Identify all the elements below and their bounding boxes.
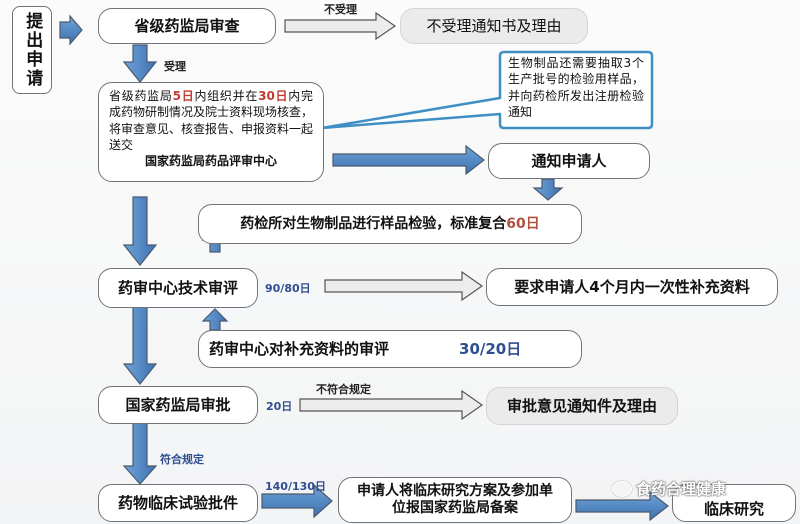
arrow-not-compliant (299, 389, 484, 421)
supplement-review-days: 30/20日 (459, 340, 522, 358)
sample-test-label: 药检所对生物制品进行样品检验，标准复合 (240, 215, 507, 232)
bio-note-text: 生物制品还需要抽取3个生产批号的检验用样品，并向药检所发出注册检验通知 (508, 56, 644, 119)
supplement-review-box: 药审中心对补充资料的审评 30/20日 (198, 330, 582, 368)
not-accept-notice-box: 不受理通知书及理由 (400, 8, 588, 44)
verify-rest: 内完成药物研制情况及院士资料现场核查，将审查意见、核查报告、申报资料一起送交 (109, 89, 314, 152)
verify-mid: 内组织并在 (194, 89, 259, 103)
notify-applicant-box: 通知申请人 (488, 143, 650, 179)
verify-days1: 5日 (172, 89, 195, 103)
not-compliant-label: 不符合规定 (316, 383, 371, 396)
bio-note-callout (320, 50, 654, 130)
arrow-national-down (122, 422, 158, 485)
national-approval-days: 20日 (266, 400, 293, 413)
national-approval-label: 国家药监局审批 (125, 396, 231, 414)
verify-bottom: 国家药监局药品评审中心 (144, 154, 277, 169)
arrow-filing-to-clinical (575, 490, 669, 522)
tech-review-label: 药审中心技术审评 (117, 279, 238, 297)
filing-box: 申请人将临床研究方案及参加单位报国家药监局备案 (338, 477, 572, 523)
watermark: 食药合理健康 (612, 478, 726, 499)
accept-label: 受理 (164, 60, 186, 73)
apply-box: 提出申请 (12, 6, 52, 94)
not-accept-notice: 不受理通知书及理由 (426, 17, 562, 35)
trial-approval-label: 药物临床试验批件 (117, 494, 238, 512)
notify-applicant-label: 通知申请人 (531, 152, 607, 170)
trial-approval-box: 药物临床试验批件 (98, 484, 258, 522)
arrow-notify-down (532, 178, 564, 201)
not-accept-label: 不受理 (324, 3, 357, 16)
supplement-review-label: 药审中心对补充资料的审评 (209, 340, 390, 358)
sample-test-days: 60日 (506, 215, 540, 232)
arrow-verify-down (122, 196, 158, 266)
arrow-tech-down (122, 306, 158, 385)
verify-box: 省级药监局5日内组织并在30日内完成药物研制情况及院士资料现场核查，将审查意见、… (98, 82, 324, 182)
verify-days2: 30日 (258, 89, 289, 103)
arrow-provincial-down (122, 44, 158, 83)
compliant-label: 符合规定 (160, 453, 204, 466)
apply-label: 提出申请 (22, 12, 43, 88)
clinical-study-box: 临床研究 (672, 484, 796, 522)
arrow-supplement-up (201, 308, 229, 331)
trial-approval-days: 140/130日 (265, 480, 326, 493)
tech-review-days: 90/80日 (265, 282, 311, 295)
arrow-apply-to-provincial (59, 14, 83, 46)
arrow-not-accept (284, 11, 397, 41)
national-approval-box: 国家药监局审批 (98, 386, 258, 424)
watermark-text: 食药合理健康 (636, 480, 727, 498)
supplement-request-box: 要求申请人4个月内一次性补充资料 (486, 268, 778, 306)
verify-prefix: 省级药监局 (109, 89, 173, 103)
not-compliant-notice: 审批意见通知件及理由 (506, 397, 657, 415)
supplement-request-label: 要求申请人4个月内一次性补充资料 (514, 278, 750, 296)
provincial-review-box: 省级药监局审查 (98, 8, 276, 44)
tech-review-box: 药审中心技术审评 (98, 268, 258, 308)
clinical-study-label: 临床研究 (703, 500, 764, 518)
filing-label: 申请人将临床研究方案及参加单位报国家药监局备案 (357, 483, 553, 516)
not-compliant-notice-box: 审批意见通知件及理由 (486, 387, 678, 425)
arrow-notify-applicant (332, 144, 485, 176)
wechat-icon (612, 480, 632, 497)
arrow-trial-to-filing (261, 483, 333, 519)
arrow-supplement-request (324, 270, 484, 302)
provincial-review-label: 省级药监局审查 (134, 17, 240, 35)
